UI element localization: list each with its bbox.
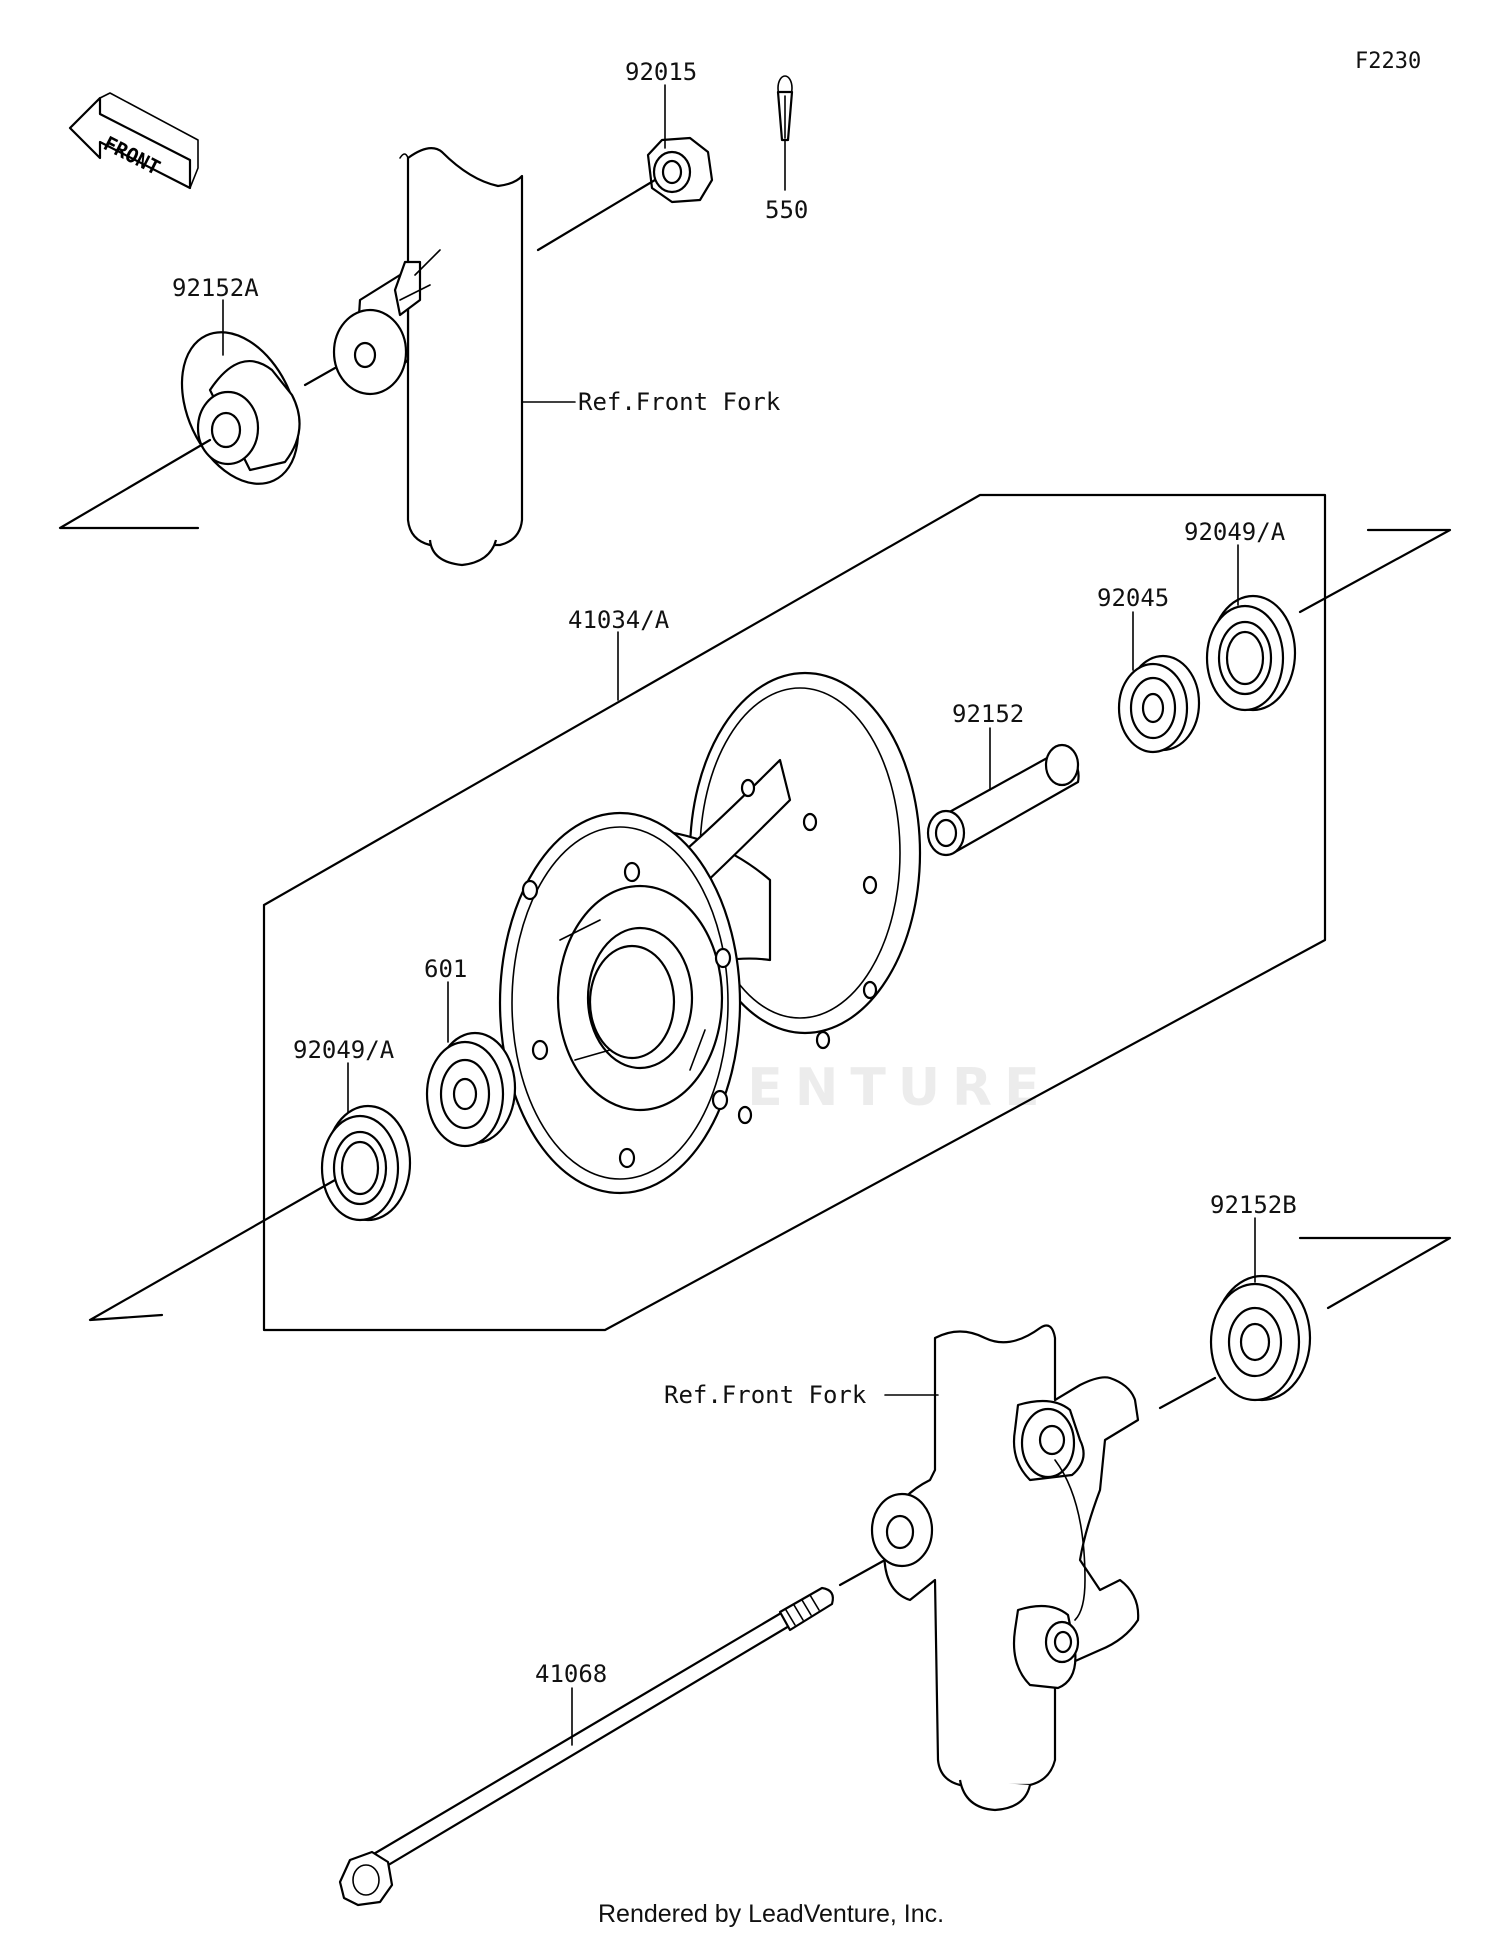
collar-92152B — [1209, 1274, 1312, 1402]
front-hub-41034A — [498, 671, 922, 1195]
axle-41068 — [338, 1586, 834, 1907]
assembly-line-left-lower — [88, 1178, 337, 1322]
assembly-line-right-lower — [1298, 1236, 1452, 1310]
hub-assembly-boundary — [262, 493, 1327, 1332]
fork-ref-label-upper: Ref.Front Fork — [578, 388, 781, 416]
hub-spoke-holes — [521, 778, 878, 1169]
assembly-line-collar-a — [303, 366, 337, 387]
callout-92152A: 92152A — [172, 274, 259, 302]
diagram-code: F2230 — [1355, 49, 1421, 74]
cotter-pin-550 — [776, 75, 794, 142]
oil-seal-92049A-left — [320, 1104, 412, 1222]
callout-92152: 92152 — [952, 700, 1024, 728]
collar-92152A — [180, 331, 301, 485]
credit-text: Rendered by LeadVenture, Inc. — [598, 1900, 944, 1928]
callout-41068: 41068 — [535, 1660, 607, 1688]
callout-92152B: 92152B — [1210, 1191, 1297, 1219]
fork-ref-label-lower: Ref.Front Fork — [664, 1381, 867, 1409]
axle-nut-92015 — [646, 136, 714, 204]
callout-92015: 92015 — [625, 58, 697, 86]
assembly-line-left-upper — [58, 438, 212, 530]
bearing-92045 — [1117, 654, 1201, 754]
assembly-line-right-upper — [1298, 528, 1452, 614]
assembly-line-axle — [838, 1558, 887, 1587]
front-arrow-icon: FRONT — [68, 92, 199, 190]
upper-front-fork — [332, 147, 524, 567]
callout-92049A-right: 92049/A — [1184, 518, 1286, 546]
callout-92045: 92045 — [1097, 584, 1169, 612]
callout-41034A: 41034/A — [568, 606, 670, 634]
assembly-line-nut — [536, 178, 657, 252]
callout-550: 550 — [765, 196, 808, 224]
bearing-601 — [425, 1031, 517, 1148]
distance-collar-92152 — [926, 743, 1080, 857]
assembly-line-collar-b — [1158, 1376, 1217, 1410]
callout-601: 601 — [424, 955, 467, 983]
lower-front-fork — [870, 1324, 1140, 1812]
callout-92049A-left: 92049/A — [293, 1036, 395, 1064]
oil-seal-92049A-right — [1205, 594, 1297, 712]
